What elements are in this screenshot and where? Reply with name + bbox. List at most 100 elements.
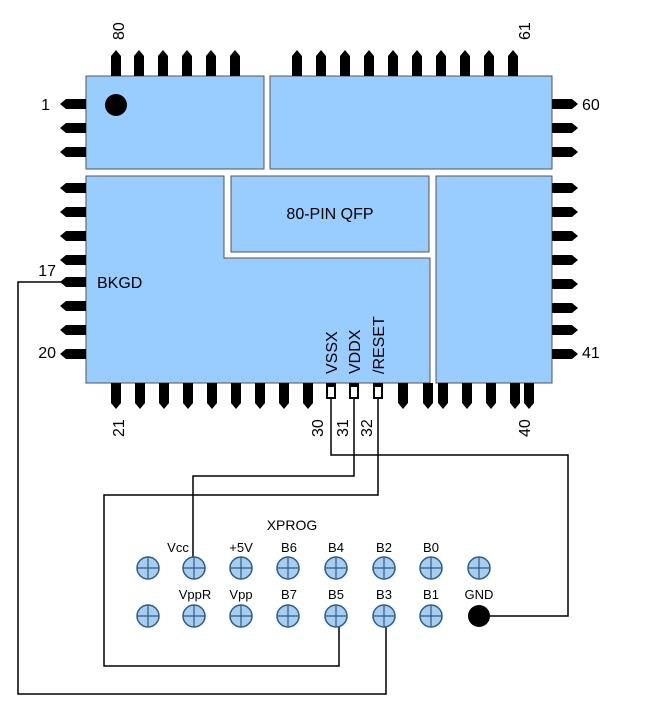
chip-pin-tip [159,403,169,409]
gnd-pad [468,605,490,627]
chip-pin-tip [524,403,534,409]
pin-label-60: 60 [582,97,600,114]
connector-pads [136,556,491,628]
chip-block-center [230,175,430,253]
chip-pin [135,383,145,403]
chip-pin-hollow [375,387,381,397]
chip-pin-tip [183,403,193,409]
chip-pins [60,50,578,409]
signal-bkgd-label: BKGD [97,275,142,292]
wire-reset-to-b5 [103,398,379,667]
chip-pin-tip [572,255,578,265]
chip-pin-tip [231,403,241,409]
chip-pin-tip [316,50,326,56]
signal-reset-label: /RESET [371,316,388,374]
chip-pin-tip [412,50,422,56]
chip-pin [231,383,241,403]
chip-pin [66,301,86,311]
pin1-marker-dot [105,94,127,116]
chip-pin [66,277,86,287]
chip-pin [66,207,86,217]
chip-pin-tip [508,50,518,56]
connector-pad [372,556,396,580]
connector-top-label: Vcc [167,540,189,555]
chip-pin [552,279,572,289]
chip-pin [438,383,448,403]
chip-pin [552,123,572,133]
connector-top-label: B4 [328,540,344,555]
connector-bottom-label: Vpp [229,587,252,602]
connector-pad [372,604,396,628]
chip-body [85,75,553,384]
chip-pin [486,383,496,403]
connector-bottom-label: GND [465,587,494,602]
connector-pad [419,556,443,580]
chip-pin-tip [388,50,398,56]
connector-top-label: B2 [376,540,392,555]
connector-bottom-label: B5 [328,587,344,602]
chip-block-main [85,175,431,384]
chip-pin [423,383,433,403]
chip-pin [66,147,86,157]
connector-bottom-label: B1 [423,587,439,602]
pin-label-32: 32 [359,419,376,437]
chip-pin [66,325,86,335]
chip-pin-tip [572,231,578,241]
chip-pin-tip [572,325,578,335]
chip-pin [158,56,168,76]
chip-pin-tip [364,50,374,56]
pin-label-20: 20 [38,345,56,362]
connector-pad [229,556,253,580]
pin-label-17: 17 [38,263,56,280]
chip-pin-tip [438,403,448,409]
chip-pin [340,56,350,76]
chip-pin-tip [292,50,302,56]
connector-pad [276,604,300,628]
chip-pin-tip [111,403,121,409]
chip-pin [303,383,313,403]
chip-pin [159,383,169,403]
chip-pin [183,383,193,403]
chip-pin [111,383,121,403]
chip-pin-tip [60,99,66,109]
chip-pin-tip [572,349,578,359]
chip-block-right [435,175,553,384]
pin-label-61: 61 [517,22,534,40]
chip-pin-tip [135,403,145,409]
pin-label-41: 41 [582,345,600,362]
chip-pin [292,56,302,76]
chip-pin [111,56,121,76]
pin-label-31: 31 [335,419,352,437]
chip-pin [552,303,572,313]
connector-bottom-label: B7 [281,587,297,602]
chip-pin [364,56,374,76]
connector-pad [136,556,160,580]
chip-pin-tip [255,403,265,409]
chip-pin-tip [460,50,470,56]
chip-pin-tip [572,207,578,217]
chip-pin [66,255,86,265]
pin-label-30: 30 [310,419,327,437]
wires [17,281,569,695]
chip-pin-tip [484,50,494,56]
chip-pin [66,183,86,193]
chip-pin [484,56,494,76]
chip-pin-tip [60,325,66,335]
connector-top-label: +5V [229,540,253,555]
pin-label-21: 21 [111,419,128,437]
connector-pad [324,604,348,628]
chip-pin-hollow [351,387,357,397]
wire-bkgd-to-b3 [17,281,387,695]
chip-pin-tip [423,403,433,409]
chip-pin-tip [572,147,578,157]
pin-label-1: 1 [41,97,50,114]
chip-block-top-right [269,75,553,170]
chip-pin-tip [462,403,472,409]
connector-pad [276,556,300,580]
connector-pad [229,604,253,628]
chip-pin [398,383,408,403]
connector-top-label: B0 [423,540,439,555]
connector-bottom-label: VppR [179,587,212,602]
chip-pin [66,123,86,133]
chip-pin-tip [206,50,216,56]
